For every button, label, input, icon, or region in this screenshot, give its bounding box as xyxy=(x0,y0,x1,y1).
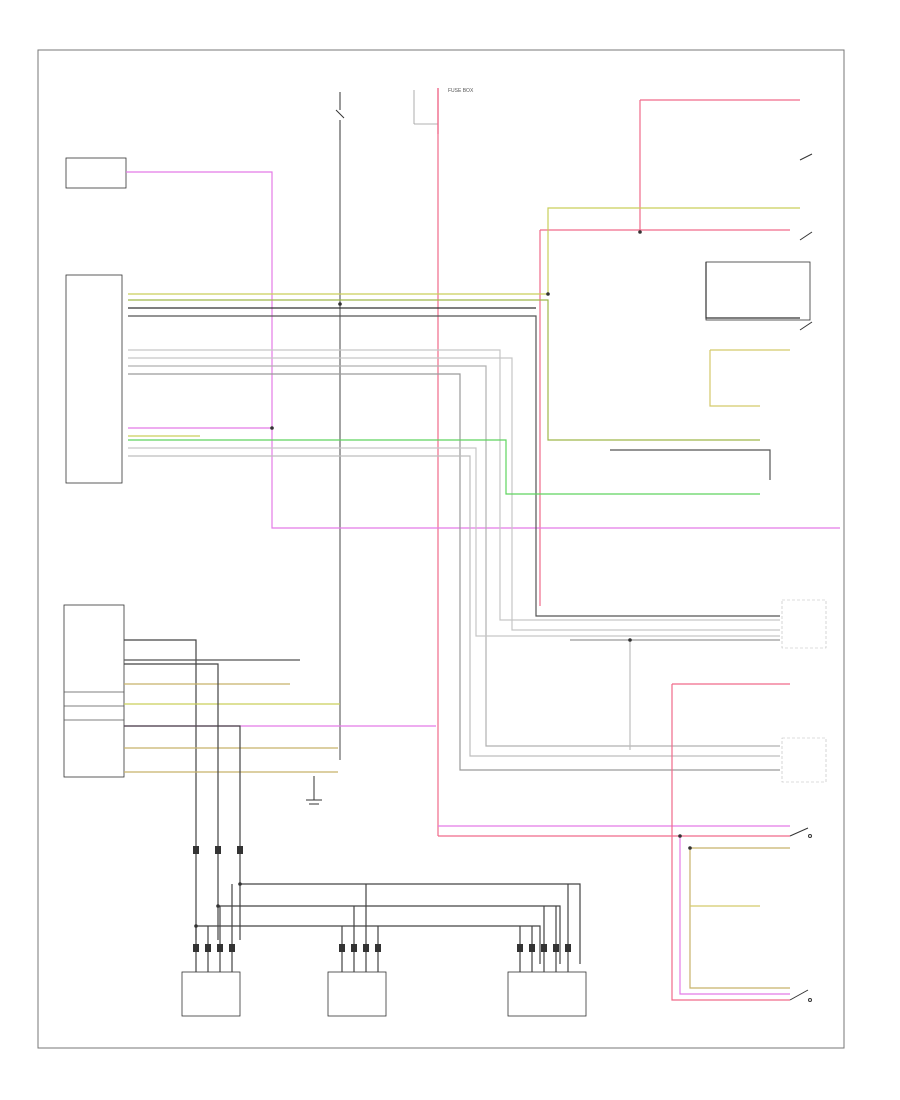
wire-yellow-sensor xyxy=(709,349,790,407)
power-feed-left xyxy=(335,92,345,140)
wire-pink-top-right xyxy=(639,99,800,232)
seat-motor-3-box xyxy=(507,971,587,1017)
bus-top xyxy=(240,883,581,964)
wire-yellow-green-1 xyxy=(128,207,800,295)
switch-symbol xyxy=(789,153,813,1002)
wire-magenta-right-bottom xyxy=(679,836,790,995)
wire-green xyxy=(128,439,760,495)
wire-yellow-green-2 xyxy=(128,299,760,441)
wire-pink-seatbelt xyxy=(539,229,790,606)
seat-memory-switch-box xyxy=(65,157,127,189)
bus-bottom xyxy=(196,925,541,964)
wire-gray-3 xyxy=(128,365,780,747)
motor-connectors xyxy=(193,846,571,952)
wire-gray-5 xyxy=(128,447,780,637)
wire-black-right xyxy=(705,262,800,319)
wire-tan-right-bottom xyxy=(689,847,790,989)
wire-module-1 xyxy=(124,639,197,940)
bus-drop xyxy=(519,884,569,972)
bus-drop xyxy=(341,884,379,972)
wire-pink-right-bottom xyxy=(671,683,790,1001)
wire-black-sensor xyxy=(610,449,771,480)
wire-gray-4 xyxy=(128,373,780,771)
diagram-border xyxy=(37,49,845,1049)
wire-gray-6 xyxy=(128,455,780,757)
wire-module-9 xyxy=(124,725,241,940)
wire-module-8 xyxy=(124,663,219,940)
right-seat-belt-switch-area xyxy=(705,261,811,321)
ground-symbol xyxy=(306,776,322,805)
bus-middle xyxy=(218,905,561,964)
seat-motor-1-box xyxy=(181,971,241,1017)
splice-dots xyxy=(194,230,692,928)
seat-motor-2-box xyxy=(327,971,387,1017)
left-front-seat-module-box xyxy=(63,604,125,778)
fuse-block: FUSE BOX xyxy=(413,88,474,134)
wire-black-2 xyxy=(128,315,780,617)
right-module-bracket xyxy=(781,599,827,649)
fuse-block-label: FUSE BOX xyxy=(448,88,474,94)
left-seat-control-module-box xyxy=(65,274,123,484)
bus-drop xyxy=(195,884,233,972)
right-module-bracket xyxy=(781,737,827,783)
wire-gray-1 xyxy=(128,349,780,621)
